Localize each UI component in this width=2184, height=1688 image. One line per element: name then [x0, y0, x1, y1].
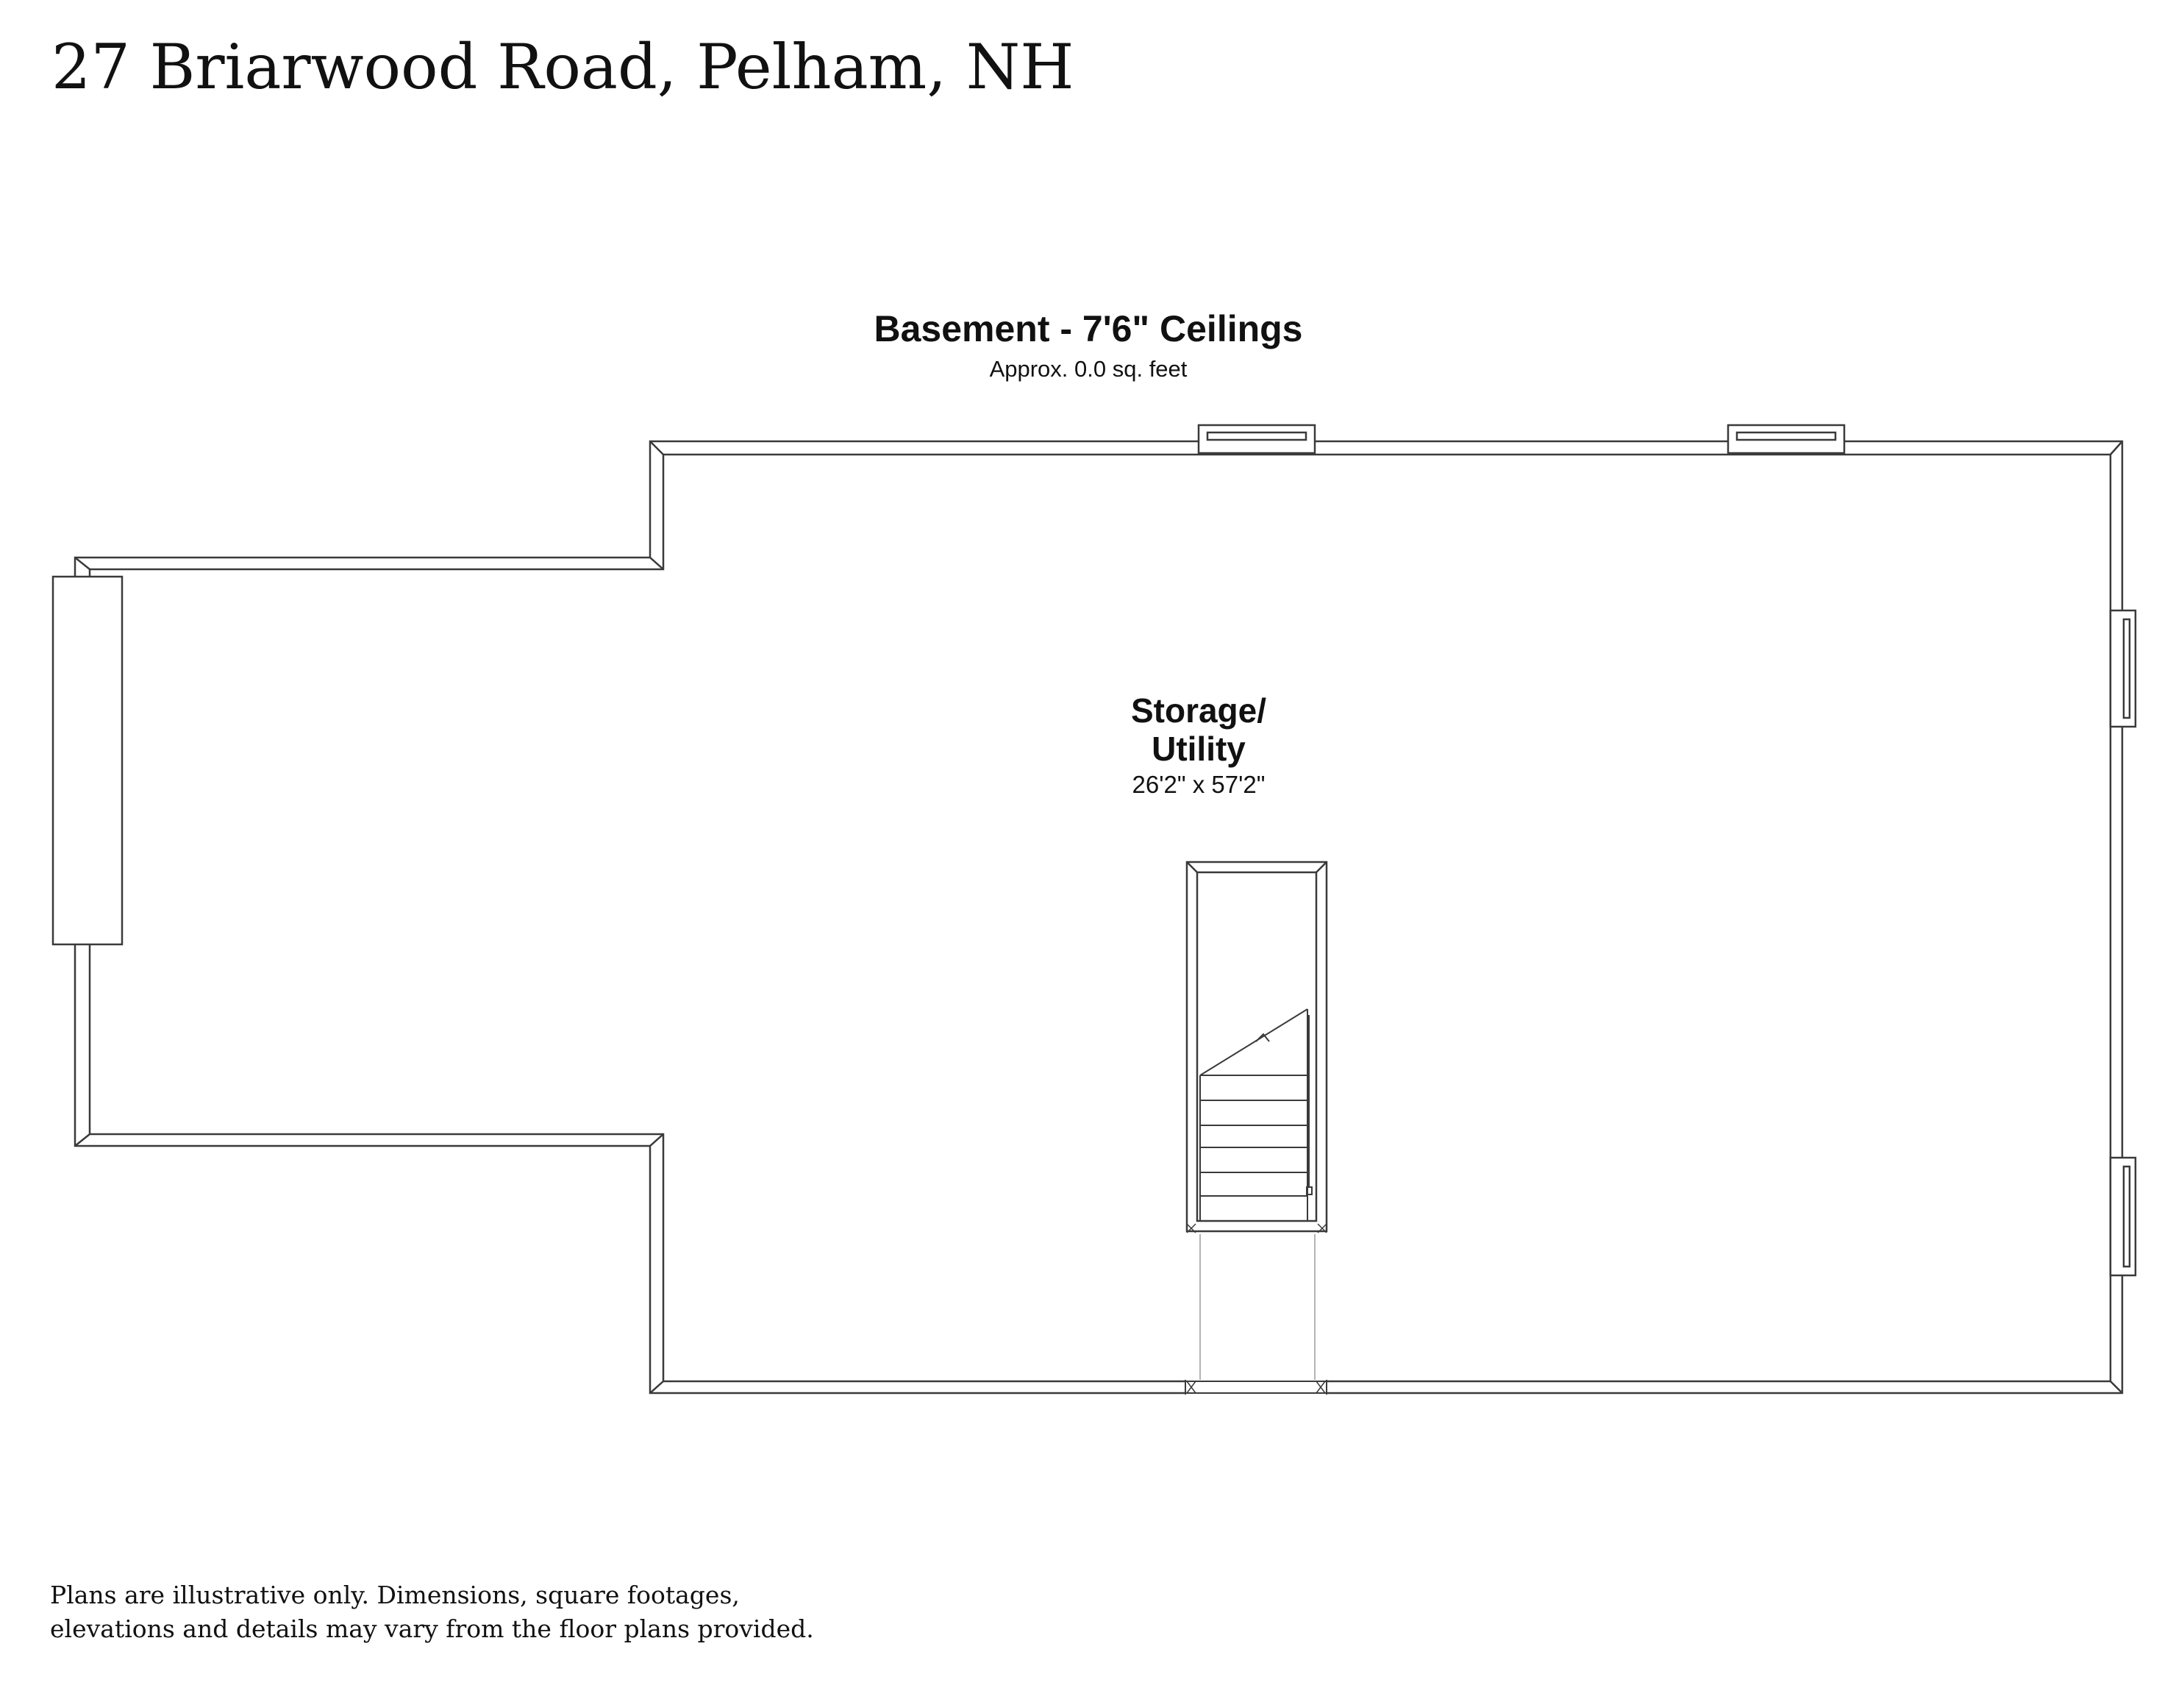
disclaimer-line-2: elevations and details may vary from the…: [50, 1614, 814, 1643]
stair-guide-lines: [1199, 1234, 1316, 1380]
room-label-line-1: Storage/: [1130, 691, 1267, 730]
room-label-line-2: Utility: [1152, 730, 1246, 768]
wall-corner-miters: [74, 441, 2123, 1394]
room-dimensions: 26'2" x 57'2": [1132, 771, 1266, 798]
floor-area-text: Approx. 0.0 sq. feet: [989, 356, 1188, 382]
exterior-wall-inner: [88, 453, 2112, 1383]
disclaimer-line-1: Plans are illustrative only. Dimensions,…: [50, 1581, 740, 1609]
exterior-wall-outer: [74, 440, 2124, 1395]
window-right-1: [2109, 609, 2137, 728]
window-right-2: [2109, 1156, 2137, 1277]
property-address-title: 27 Briarwood Road, Pelham, NH: [51, 31, 1074, 103]
window-top-2: [1727, 424, 1846, 455]
room-label: Storage/ Utility: [1052, 691, 1346, 768]
disclaimer-text: Plans are illustrative only. Dimensions,…: [50, 1578, 814, 1646]
bottom-wall-opening: [1185, 1378, 1327, 1396]
left-wall-fixture: [51, 575, 124, 946]
floor-heading: Basement - 7'6" Ceilings: [874, 308, 1303, 349]
staircase: [1185, 861, 1328, 1233]
window-top-1: [1197, 424, 1316, 455]
